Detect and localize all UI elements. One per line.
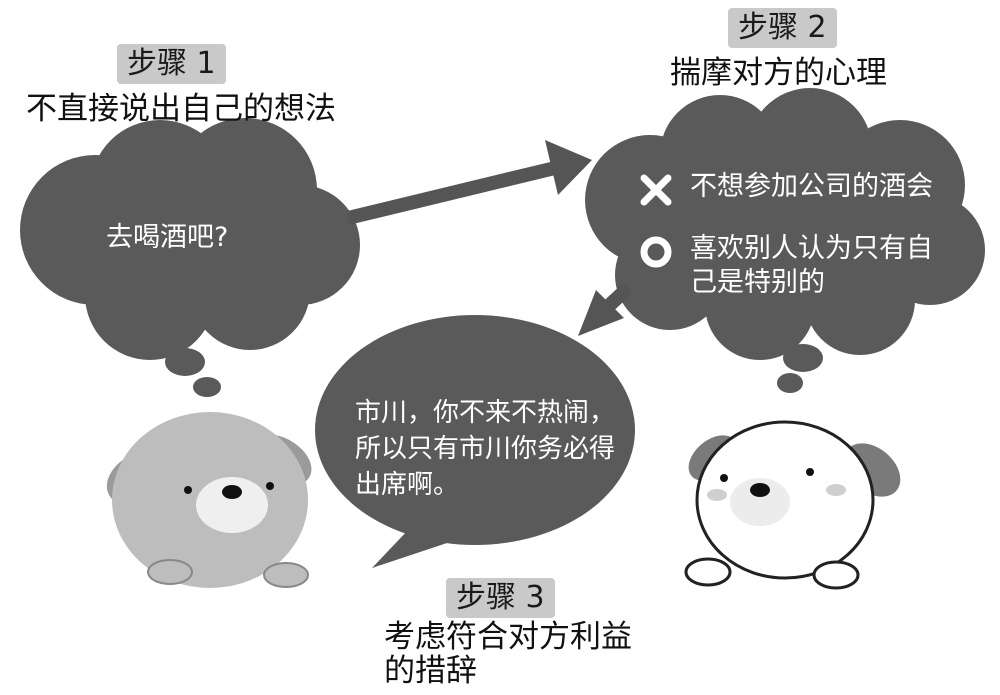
step2-item-like: 喜欢别人认为只有自己是特别的: [636, 232, 936, 300]
bubble-line: 出席啊。: [355, 467, 625, 503]
step3-title: 考虑符合对方利益 的措辞: [384, 620, 632, 688]
step1-cloud-text: 去喝酒吧?: [106, 220, 228, 256]
arrow-step1-to-step2: [348, 140, 592, 218]
left-dog: [98, 412, 321, 588]
bubble-line: 市川，你不来不热闹，: [355, 395, 625, 431]
step2-badge: 步骤 2: [728, 8, 837, 48]
step2-item-like-text: 喜欢别人认为只有自己是特别的: [690, 232, 936, 300]
step2-title: 揣摩对方的心理: [670, 54, 887, 92]
step3-title-line: 的措辞: [384, 654, 632, 688]
step3-badge: 步骤 3: [446, 578, 555, 618]
arrow-step2-to-step3: [578, 288, 628, 336]
step1-title: 不直接说出自己的想法: [26, 90, 336, 128]
step3-bubble-text: 市川，你不来不热闹， 所以只有市川你务必得 出席啊。: [355, 395, 625, 503]
x-icon: [636, 170, 676, 210]
step2-item-dislike-text: 不想参加公司的酒会: [690, 170, 933, 204]
left-thought-cloud: [20, 118, 360, 397]
step3-title-line: 考虑符合对方利益: [384, 620, 632, 654]
bubble-line: 所以只有市川你务必得: [355, 431, 625, 467]
circle-icon: [636, 232, 676, 272]
step2-item-dislike: 不想参加公司的酒会: [636, 170, 956, 210]
step1-badge: 步骤 1: [117, 44, 226, 84]
right-dog: [680, 422, 911, 588]
